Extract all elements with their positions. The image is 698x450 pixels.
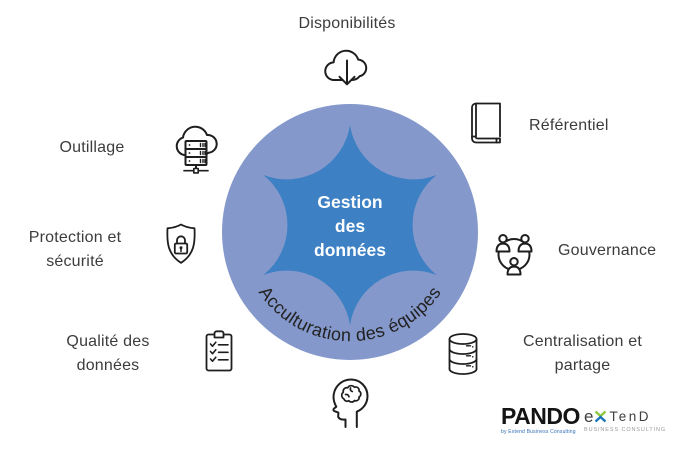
label-qualite-donnees: Qualité des données — [46, 330, 170, 378]
extend-logo: e TenD BUSINESS CONSULTING — [584, 407, 667, 433]
center-title-line1: Gestion — [317, 192, 382, 212]
label-qualite-line2: données — [76, 357, 140, 374]
database-icon — [446, 331, 480, 377]
clipboard-checklist-icon — [203, 328, 235, 374]
label-outillage: Outillage — [59, 139, 125, 156]
people-group-icon — [490, 229, 538, 277]
label-centralisation-line2: partage — [554, 357, 611, 374]
center-title-line3: données — [314, 240, 386, 260]
center-star — [263, 125, 437, 325]
cloud-download-icon — [321, 44, 373, 94]
extend-wordmark-rest: TenD — [609, 409, 651, 424]
pando-wordmark: PANDO — [501, 403, 580, 429]
head-brain-icon — [326, 370, 374, 428]
extend-x-icon — [595, 410, 607, 423]
center-title-line2: des — [335, 216, 365, 236]
label-protection-line1: Protection et — [28, 229, 122, 246]
label-protection-line2: sécurité — [46, 253, 104, 270]
cloud-server-icon — [170, 119, 220, 177]
shield-lock-icon — [163, 222, 199, 268]
book-icon — [467, 100, 505, 146]
extend-subtitle: BUSINESS CONSULTING — [584, 427, 667, 433]
pando-logo: PANDO by Extend Business Consulting — [501, 403, 580, 435]
label-centralisation-line1: Centralisation et — [522, 333, 643, 350]
label-gouvernance: Gouvernance — [558, 242, 657, 259]
center-graphic: Gestion des données Acculturation des éq… — [222, 104, 478, 360]
label-referentiel: Référentiel — [529, 117, 609, 134]
label-disponibilites: Disponibilités — [298, 15, 396, 32]
pando-tagline: by Extend Business Consulting — [501, 429, 576, 435]
label-protection-securite: Protection et sécurité — [13, 226, 137, 274]
label-qualite-line1: Qualité des — [66, 333, 150, 350]
extend-letter-e: e — [584, 407, 594, 426]
label-centralisation-partage: Centralisation et partage — [500, 330, 665, 378]
